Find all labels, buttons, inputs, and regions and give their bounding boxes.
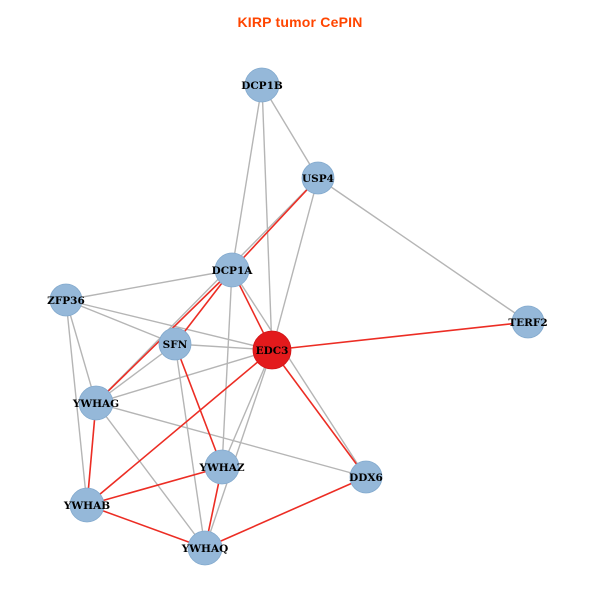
- edge-DCP1A-ZFP36: [65, 269, 233, 301]
- node-label-SFN: SFN: [163, 339, 188, 351]
- node-YWHAB: [69, 487, 105, 523]
- node-label-DCP1A: DCP1A: [212, 265, 254, 277]
- node-label-DCP1B: DCP1B: [241, 80, 283, 92]
- node-label-USP4: USP4: [302, 173, 334, 185]
- edge-EDC3-DDX6: [271, 349, 367, 478]
- edge-EDC3-TERF2: [271, 321, 529, 351]
- node-DDX6: [349, 460, 383, 494]
- edge-YWHAB-YWHAQ: [86, 504, 206, 549]
- edge-USP4-TERF2: [317, 177, 529, 323]
- node-DCP1B: [244, 67, 280, 103]
- node-EDC3: [252, 330, 292, 370]
- plot-title: KIRP tumor CePIN: [237, 14, 363, 30]
- edge-DCP1A-DDX6: [231, 269, 367, 478]
- node-YWHAG: [78, 385, 114, 421]
- edge-layer-gray: [65, 84, 529, 549]
- node-ZFP36: [49, 283, 83, 317]
- edge-EDC3-YWHAQ: [204, 349, 273, 549]
- edge-DCP1B-DCP1A: [231, 84, 263, 271]
- node-label-TERF2: TERF2: [508, 317, 547, 329]
- edge-EDC3-YWHAG: [95, 349, 273, 404]
- edge-USP4-YWHAG: [95, 177, 319, 404]
- node-label-YWHAZ: YWHAZ: [198, 462, 244, 474]
- node-USP4: [301, 161, 335, 195]
- edge-DCP1B-EDC3: [261, 84, 273, 351]
- node-label-ZFP36: ZFP36: [47, 295, 85, 307]
- edge-USP4-EDC3: [271, 177, 319, 351]
- node-SFN: [158, 327, 192, 361]
- edge-YWHAG-YWHAQ: [95, 402, 206, 549]
- edge-YWHAG-DDX6: [95, 402, 367, 478]
- edge-SFN-YWHAZ: [174, 343, 223, 468]
- node-layer: [49, 67, 545, 566]
- node-YWHAQ: [187, 530, 223, 566]
- node-DCP1A: [214, 252, 250, 288]
- edge-ZFP36-SFN: [65, 299, 176, 345]
- edge-DCP1A-YWHAZ: [221, 269, 233, 468]
- edge-ZFP36-YWHAG: [65, 299, 97, 404]
- node-TERF2: [511, 305, 545, 339]
- node-label-YWHAQ: YWHAQ: [181, 543, 229, 555]
- edge-EDC3-YWHAZ: [221, 349, 273, 468]
- edge-YWHAB-YWHAZ: [86, 466, 223, 506]
- node-YWHAZ: [204, 449, 240, 485]
- node-label-DDX6: DDX6: [349, 472, 383, 484]
- edge-ZFP36-YWHAB: [65, 299, 88, 506]
- node-label-EDC3: EDC3: [256, 345, 289, 357]
- node-label-YWHAG: YWHAG: [72, 398, 119, 410]
- edge-ZFP36-EDC3: [65, 299, 273, 351]
- edge-layer-red: [86, 177, 529, 549]
- node-label-YWHAB: YWHAB: [63, 500, 110, 512]
- edge-DCP1B-USP4: [261, 84, 319, 179]
- edge-USP4-DCP1A: [231, 177, 319, 271]
- edge-DDX6-YWHAQ: [204, 476, 367, 549]
- edge-EDC3-YWHAB: [86, 349, 273, 506]
